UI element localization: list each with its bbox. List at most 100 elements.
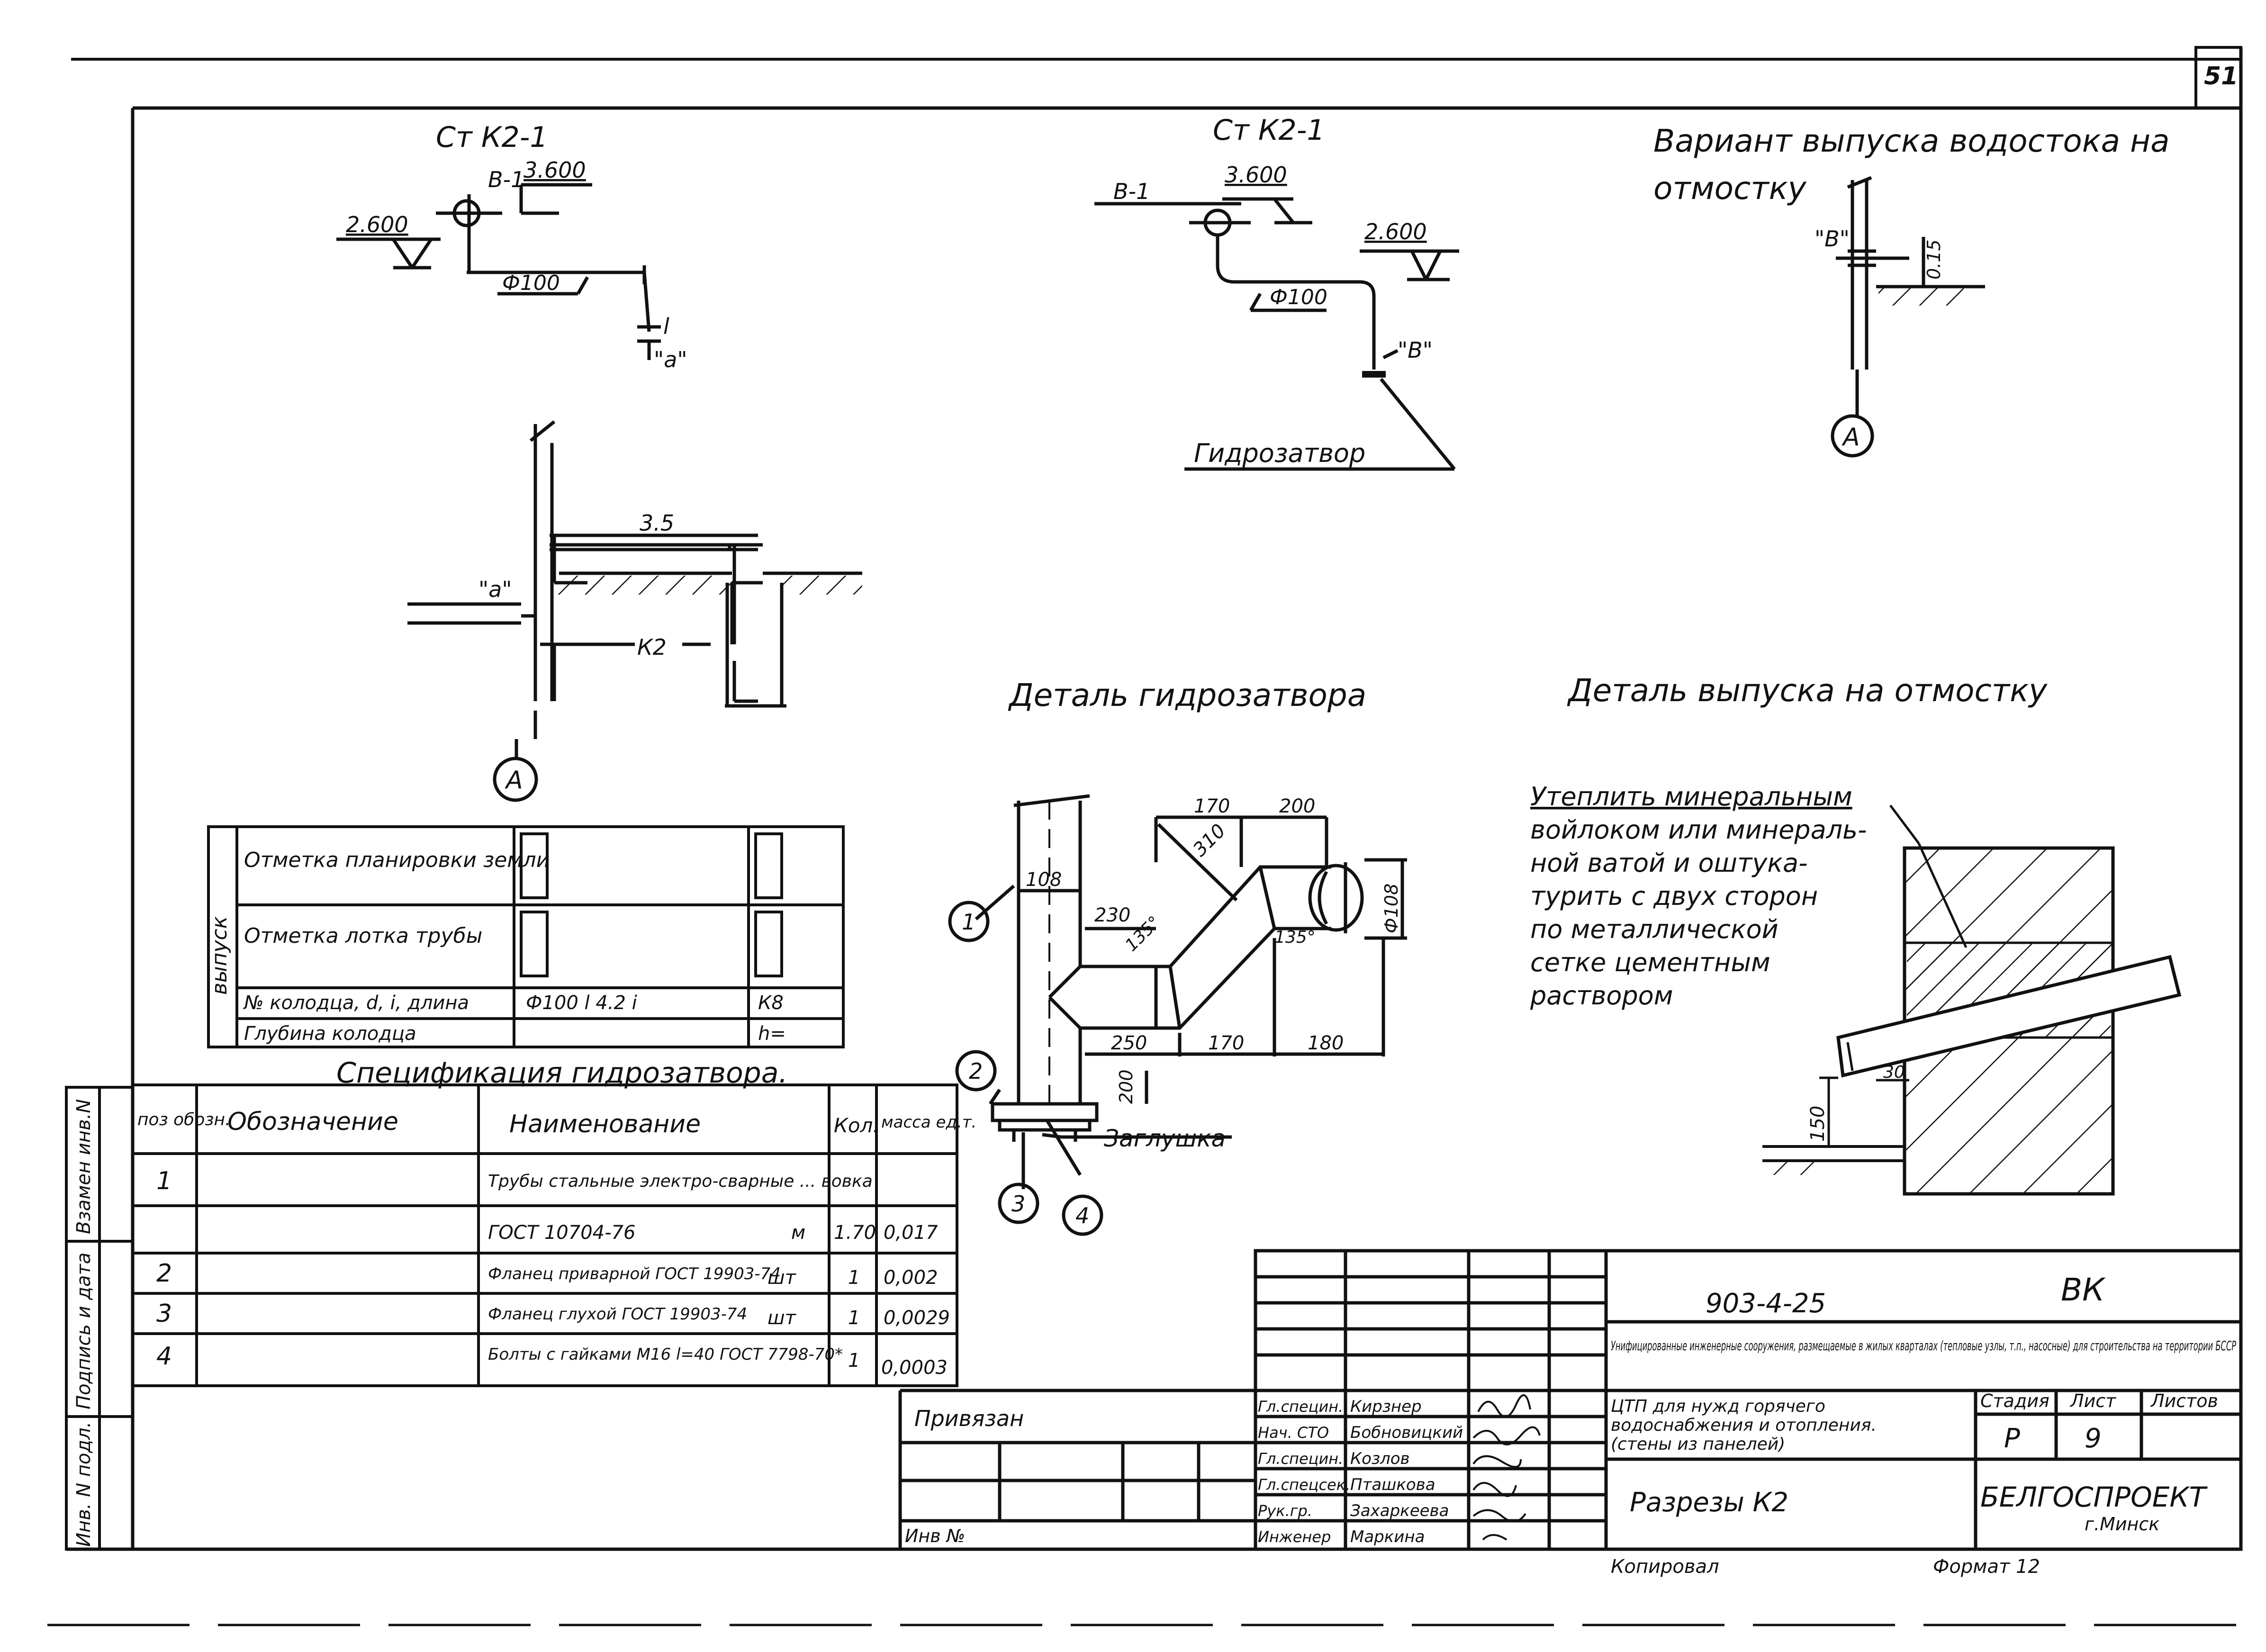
hydroseal-dim-230: 230 [1094, 904, 1130, 926]
spec-row-3-unit: шт [767, 1267, 797, 1289]
side-label-signature: Подпись и дата [73, 1253, 95, 1409]
spec-row-5-mass: 0,0003 [881, 1357, 948, 1379]
right-circle-a: А [1842, 423, 1860, 451]
spec-row-3-pos: 2 [156, 1259, 172, 1288]
title-sheet-title: Разрезы К2 [1630, 1487, 1788, 1518]
left-view-title: Ст К2-1 [436, 121, 548, 154]
outlet-note-6: сетке цементным [1530, 948, 1770, 977]
hydroseal-label: Гидрозатвор [1194, 438, 1365, 468]
left-pipe-dia: Ф100 [502, 271, 560, 295]
signer-name-4: Пташкова [1350, 1475, 1435, 1494]
middle-elev-3600: 3.600 [1225, 162, 1287, 188]
spec-row-4-qty: 1 [848, 1307, 860, 1329]
signer-role-1: Гл.специн. [1258, 1398, 1343, 1416]
spec-row-5-pos: 4 [156, 1342, 172, 1371]
outlet-detail-note: Утеплить минеральным войлоком или минера… [1530, 782, 1867, 1011]
section-ground-hatch-left [554, 576, 734, 595]
outlet-note-4: турить с двух сторон [1530, 881, 1818, 911]
spec-table [131, 1083, 958, 1387]
outlet-note-3: ной ватой и оштука- [1530, 848, 1808, 878]
middle-axonometric-view [1094, 197, 1459, 471]
signer-name-3: Козлов [1350, 1449, 1410, 1468]
plug-label: Заглушка [1104, 1125, 1226, 1152]
signer-role-6: Инженер [1258, 1528, 1331, 1546]
signer-role-4: Гл.спецсек. [1258, 1476, 1350, 1494]
left-tag-l: l [663, 314, 669, 339]
middle-view-title: Ст К2-1 [1213, 114, 1325, 147]
left-elev-2600: 2.600 [346, 212, 408, 237]
left-tag-a: "а" [654, 347, 687, 372]
outlet-row-3-c2: К8 [758, 992, 784, 1014]
title-sheet-value: 9 [2085, 1423, 2102, 1454]
signer-role-5: Рук.гр. [1258, 1502, 1312, 1520]
page-number: 51 [2204, 62, 2238, 90]
title-block-frame [898, 1249, 2243, 1551]
spec-row-3-name: Фланец приварной ГОСТ 19903-74 [488, 1264, 781, 1283]
callout-3: 3 [1011, 1191, 1025, 1217]
title-stage-value: Р [2004, 1423, 2020, 1454]
outlet-dim-150: 150 [1807, 1106, 1829, 1142]
right-outlet-view [1831, 176, 1985, 458]
outlet-note-2: войлоком или минераль- [1530, 815, 1867, 845]
title-doc-3: (стены из панелей) [1611, 1435, 1785, 1454]
signer-name-5: Захаркеева [1350, 1501, 1449, 1520]
title-sheets-header: Листов [2150, 1390, 2218, 1411]
middle-tag-b: "В" [1398, 337, 1433, 363]
spec-row-4-mass: 0,0029 [884, 1307, 950, 1329]
hydroseal-dim-108: 108 [1026, 869, 1062, 891]
hydroseal-dim-310: 310 [1189, 820, 1230, 861]
outlet-detail-drawing [1762, 804, 2182, 1196]
spec-row-2-name: ГОСТ 10704-76 [488, 1222, 635, 1244]
spec-row-4-pos: 3 [156, 1300, 172, 1328]
callout-1: 1 [962, 909, 975, 935]
sheet-frame [47, 46, 2243, 1626]
callout-2: 2 [969, 1058, 983, 1084]
middle-elev-2600: 2.600 [1364, 219, 1427, 244]
spec-row-5-name: Болты с гайками М16 l=40 ГОСТ 7798-70* [488, 1345, 843, 1364]
title-inv-label: Инв № [905, 1526, 965, 1546]
left-axonometric-view [336, 183, 661, 360]
spec-row-2-qty: 1.70 [834, 1222, 876, 1244]
section-ground-hatch-right [782, 576, 862, 595]
right-view-title-2: отмостку [1653, 170, 1807, 207]
title-signers: Гл.специн. Кирзнер Нач. СТО Бобновицкий … [1258, 1397, 1463, 1546]
hydroseal-detail-title: Деталь гидрозатвора [1008, 677, 1366, 713]
outlet-row-4: Глубина колодца [244, 1023, 416, 1045]
spec-row-5-qty: 1 [848, 1350, 860, 1372]
spec-row-1-name: Трубы стальные электро-сварные ... вовка [488, 1172, 873, 1191]
outlet-row-4-c2: h= [758, 1023, 786, 1045]
hydroseal-detail-drawing [948, 794, 1407, 1236]
spec-row-1-pos: 1 [156, 1167, 172, 1195]
section-dim-35: 3.5 [640, 510, 674, 536]
spec-row-4-name: Фланец глухой ГОСТ 19903-74 [488, 1305, 747, 1324]
hydroseal-dims: 108 170 200 310 230 135° 135° Ф108 250 1… [962, 795, 1402, 1228]
title-sheet-header: Лист [2069, 1390, 2117, 1411]
hydroseal-dim-200-top: 200 [1279, 795, 1315, 817]
title-description: Унифицированные инженерные сооружения, р… [1611, 1338, 2236, 1354]
left-elev-3600: 3.600 [524, 157, 586, 183]
outlet-note-7: раствором [1530, 981, 1673, 1011]
outlet-row-3: № колодца, d, i, длина [243, 992, 469, 1014]
title-linked-label: Привязан [914, 1406, 1024, 1431]
section-circle-a: А [505, 766, 523, 794]
signature-scribbles [1472, 1394, 1541, 1541]
spec-row-3-mass: 0,002 [884, 1267, 938, 1289]
outlet-note-1: Утеплить минеральным [1530, 782, 1852, 812]
callout-4: 4 [1075, 1203, 1089, 1228]
title-doc-2: водоснабжения и отопления. [1611, 1416, 1877, 1435]
spec-header-qty: Кол. [834, 1114, 879, 1137]
right-view-title-1: Вариант выпуска водостока на [1653, 123, 2170, 159]
spec-header-pos: поз обозн. [137, 1110, 231, 1129]
title-stage-header: Стадия [1980, 1390, 2049, 1411]
hydroseal-dim-170-top: 170 [1194, 795, 1230, 817]
outlet-row-1: Отметка планировки земли [244, 848, 550, 872]
hydroseal-dim-dia108: Ф108 [1381, 884, 1402, 933]
outlet-dim-30: 30 [1883, 1063, 1905, 1082]
spec-rows: 1 Трубы стальные электро-сварные ... вов… [156, 1167, 950, 1379]
hydroseal-dim-180: 180 [1308, 1032, 1344, 1054]
hydroseal-dim-250: 250 [1111, 1032, 1147, 1054]
middle-pipe-dia: Ф100 [1270, 285, 1327, 309]
spec-header-name: Наименование [509, 1110, 701, 1138]
section-view [407, 420, 862, 802]
hydroseal-dim-170-bottom: 170 [1208, 1032, 1244, 1054]
